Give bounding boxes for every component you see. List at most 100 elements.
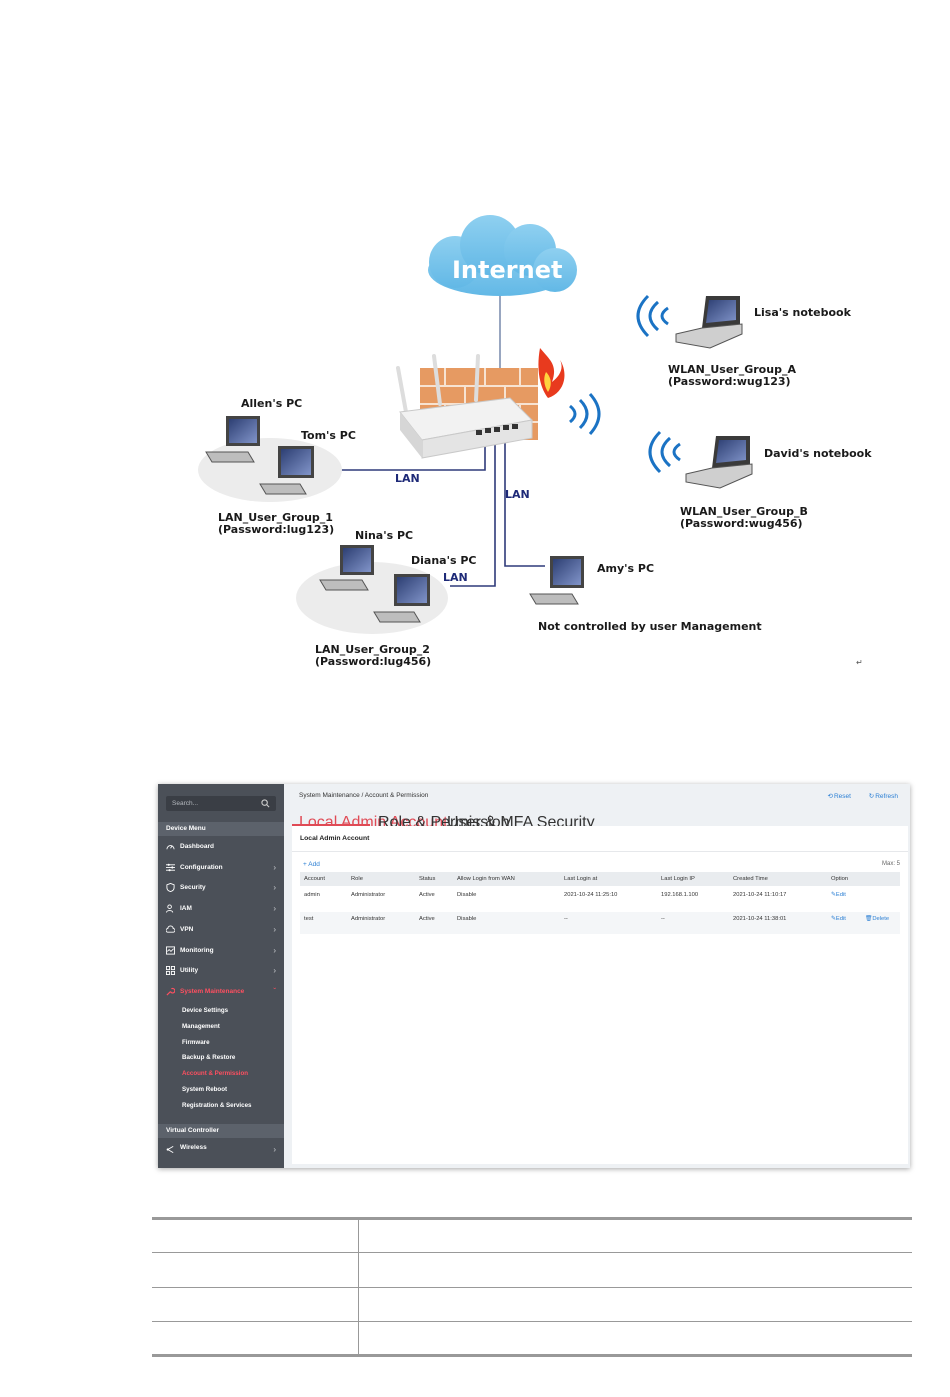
wifi-signal-icons [569, 294, 681, 474]
menu-item-configuration[interactable]: Configuration› [158, 858, 284, 878]
table-header: Account Role Status Allow Login from WAN… [300, 872, 900, 886]
edit-button[interactable]: ✎Edit [831, 916, 846, 922]
menu-item-security[interactable]: Security› [158, 878, 284, 898]
gauge-icon [166, 845, 175, 850]
monitor-icon [166, 946, 175, 955]
col-option: Option [831, 876, 849, 882]
wlan-group-a-password: (Password:wug123) [668, 375, 791, 388]
internet-cloud: Internet [428, 215, 577, 296]
menu-item-wireless[interactable]: Wireless› [158, 1140, 284, 1160]
max-accounts: Max: 5 [881, 861, 900, 867]
refresh-icon: ↻ [868, 793, 875, 800]
tom-pc-icon [259, 446, 314, 495]
chevron-right-icon: › [273, 925, 276, 934]
shield-icon [166, 883, 175, 892]
col-created: Created Time [733, 876, 768, 882]
submenu-account-permission[interactable]: Account & Permission [182, 1070, 249, 1077]
table-bottom-rule [152, 1354, 912, 1357]
menu-item-iam[interactable]: IAM› [158, 899, 284, 919]
admin-ui-screenshot: Search... Device Menu Dashboard Configur… [158, 784, 910, 1168]
internet-label: Internet [452, 256, 562, 284]
table-row-divider [152, 1287, 912, 1288]
parameter-table [152, 1217, 912, 1357]
chevron-down-icon: ˇ [273, 987, 276, 996]
table-row: admin Administrator Active Disable 2021-… [304, 892, 846, 898]
table-row-divider [152, 1252, 912, 1253]
david-label: David's notebook [764, 447, 872, 460]
lan-group-2-password: (Password:lug456) [315, 655, 431, 668]
col-account: Account [304, 876, 325, 882]
nina-label: Nina's PC [355, 529, 413, 542]
david-notebook-icon [685, 436, 753, 489]
lan-link-label-3: LAN [443, 571, 468, 584]
account-panel: Local Admin Account + Add Max: 5 Account… [292, 826, 908, 1164]
user-lock-icon [166, 904, 174, 913]
device-menu-header: Device Menu [158, 822, 284, 836]
submenu-registration-services[interactable]: Registration & Services [182, 1102, 252, 1109]
col-last-ip: Last Login IP [661, 876, 695, 882]
table-row-divider [152, 1321, 912, 1322]
submenu-device-settings[interactable]: Device Settings [182, 1007, 229, 1014]
trash-icon: 🗑 [865, 916, 873, 922]
search-input[interactable]: Search... [172, 800, 199, 807]
chevron-right-icon: › [273, 863, 276, 872]
main-content: System Maintenance / Account & Permissio… [284, 784, 910, 1168]
divider [292, 851, 908, 852]
pencil-icon: ✎ [831, 892, 836, 898]
search-icon[interactable] [261, 799, 270, 808]
return-mark: ↵ [856, 658, 863, 667]
search-box[interactable]: Search... [166, 796, 276, 811]
breadcrumb: System Maintenance / Account & Permissio… [299, 792, 429, 799]
menu-item-dashboard[interactable]: Dashboard [158, 837, 284, 857]
nina-pc-icon [319, 545, 374, 591]
chevron-right-icon: › [273, 904, 276, 913]
submenu-management[interactable]: Management [182, 1023, 220, 1030]
lan-group-1-password: (Password:lug123) [218, 523, 334, 536]
not-controlled-label: Not controlled by user Management [538, 620, 762, 633]
grid-icon [166, 966, 175, 975]
submenu-firmware[interactable]: Firmware [182, 1039, 210, 1046]
col-status: Status [419, 876, 436, 882]
wlan-group-b-password: (Password:wug456) [680, 517, 803, 530]
amy-label: Amy's PC [597, 562, 654, 575]
edit-button[interactable]: ✎Edit [831, 892, 846, 898]
diana-pc-icon [373, 574, 430, 623]
virtual-controller-header: Virtual Controller [158, 1124, 284, 1138]
chevron-right-icon: › [273, 966, 276, 975]
tom-label: Tom's PC [301, 429, 356, 442]
refresh-button[interactable]: ↻Refresh [868, 793, 898, 800]
lan-link-label-2: LAN [505, 488, 530, 501]
delete-button[interactable]: 🗑Delete [865, 916, 890, 922]
reset-button[interactable]: ⟲Reset [827, 793, 851, 800]
table-top-rule [152, 1217, 912, 1220]
add-button[interactable]: + Add [303, 861, 320, 868]
reset-icon: ⟲ [827, 793, 833, 800]
diana-label: Diana's PC [411, 554, 476, 567]
wlan-group-a-label: WLAN_User_Group_A [668, 363, 796, 376]
submenu-backup-restore[interactable]: Backup & Restore [182, 1054, 236, 1061]
top-actions: ⟲Reset ↻Refresh [812, 792, 898, 800]
sidebar: Search... Device Menu Dashboard Configur… [158, 784, 284, 1168]
menu-item-monitoring[interactable]: Monitoring› [158, 941, 284, 961]
menu-item-utility[interactable]: Utility› [158, 961, 284, 981]
table-column-divider [358, 1217, 359, 1357]
pencil-icon: ✎ [831, 916, 836, 922]
col-last-login: Last Login at [564, 876, 598, 882]
sliders-icon [166, 863, 175, 872]
active-tab-indicator [292, 824, 370, 826]
cloud-icon [166, 925, 175, 933]
table-row: test Administrator Active Disable -- -- … [300, 912, 900, 934]
lisa-label: Lisa's notebook [754, 306, 852, 319]
allen-pc-icon [205, 416, 260, 463]
submenu-system-reboot[interactable]: System Reboot [182, 1086, 228, 1093]
network-diagram: Internet [198, 215, 872, 668]
menu-item-vpn[interactable]: VPN› [158, 920, 284, 940]
lan-link-label-1: LAN [395, 472, 420, 485]
panel-title: Local Admin Account [300, 835, 370, 842]
lan-group-1-label: LAN_User_Group_1 [218, 511, 333, 524]
wrench-icon [166, 987, 175, 996]
wlan-group-b-label: WLAN_User_Group_B [680, 505, 808, 518]
col-role: Role [351, 876, 363, 882]
amy-pc-icon [529, 556, 584, 605]
